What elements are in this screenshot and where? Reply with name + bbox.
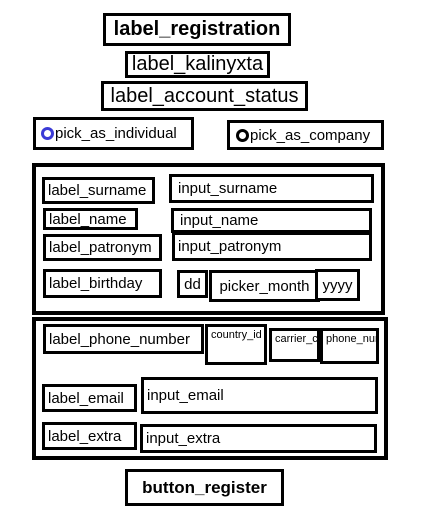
kalinyxta-text: label_kalinyxta xyxy=(131,53,264,75)
extra-input-value: input_extra xyxy=(146,430,221,447)
registration-title: label_registration xyxy=(103,13,291,46)
extra-label-text: label_extra xyxy=(48,427,122,445)
surname-label: label_surname xyxy=(42,177,155,204)
phone-number-value: phone_number xyxy=(326,333,376,345)
radio-company-icon[interactable] xyxy=(236,128,249,142)
surname-label-text: label_surname xyxy=(48,182,147,199)
patronym-label: label_patronym xyxy=(43,234,162,261)
birthday-year-value: yyyy xyxy=(322,276,353,294)
email-label-text: label_email xyxy=(48,389,124,407)
kalinyxta-label: label_kalinyxta xyxy=(125,51,270,78)
registration-title-text: label_registration xyxy=(113,18,281,40)
account-status-label: label_account_status xyxy=(101,81,308,111)
birthday-month-value: picker_month xyxy=(219,277,310,295)
radio-individual-label: pick_as_individual xyxy=(55,125,177,142)
extra-input[interactable]: input_extra xyxy=(140,424,377,453)
patronym-input-value: input_patronym xyxy=(178,238,282,255)
email-input-value: input_email xyxy=(147,387,224,404)
name-label-text: label_name xyxy=(49,210,127,228)
phone-number-label: label_phone_number xyxy=(43,324,204,354)
surname-input-value: input_surname xyxy=(178,180,278,197)
country-id-value: country_id xyxy=(211,329,262,341)
birthday-month-picker[interactable]: picker_month xyxy=(209,270,320,302)
phone-number-label-text: label_phone_number xyxy=(49,330,190,348)
register-button-label: button_register xyxy=(142,477,267,497)
radio-individual-icon[interactable] xyxy=(41,127,54,140)
surname-input[interactable]: input_surname xyxy=(169,174,374,203)
country-id-input[interactable]: country_id xyxy=(205,324,267,365)
email-label: label_email xyxy=(42,384,137,412)
birthday-year-input[interactable]: yyyy xyxy=(315,269,360,301)
extra-label: label_extra xyxy=(42,422,137,450)
account-status-text: label_account_status xyxy=(110,84,299,107)
radio-company[interactable]: pick_as_company xyxy=(227,120,384,150)
carrier-code-value: carrier_code xyxy=(275,333,318,345)
birthday-label-text: label_birthday xyxy=(49,275,143,292)
birthday-label: label_birthday xyxy=(43,269,162,298)
birthday-day-input[interactable]: dd xyxy=(177,270,208,298)
personal-info-group xyxy=(32,163,385,315)
carrier-code-input[interactable]: carrier_code xyxy=(269,328,320,362)
patronym-input[interactable]: input_patronym xyxy=(172,232,372,261)
radio-individual[interactable]: pick_as_individual xyxy=(33,117,194,150)
email-input[interactable]: input_email xyxy=(141,377,378,414)
birthday-day-value: dd xyxy=(184,275,201,293)
contact-group xyxy=(32,317,388,460)
patronym-label-text: label_patronym xyxy=(49,239,152,256)
name-input[interactable]: input_name xyxy=(171,208,372,233)
name-label: label_name xyxy=(43,208,138,230)
phone-number-input[interactable]: phone_number xyxy=(320,328,379,364)
name-input-value: input_name xyxy=(180,212,259,229)
register-button[interactable]: button_register xyxy=(125,469,284,506)
radio-company-label: pick_as_company xyxy=(250,126,371,144)
